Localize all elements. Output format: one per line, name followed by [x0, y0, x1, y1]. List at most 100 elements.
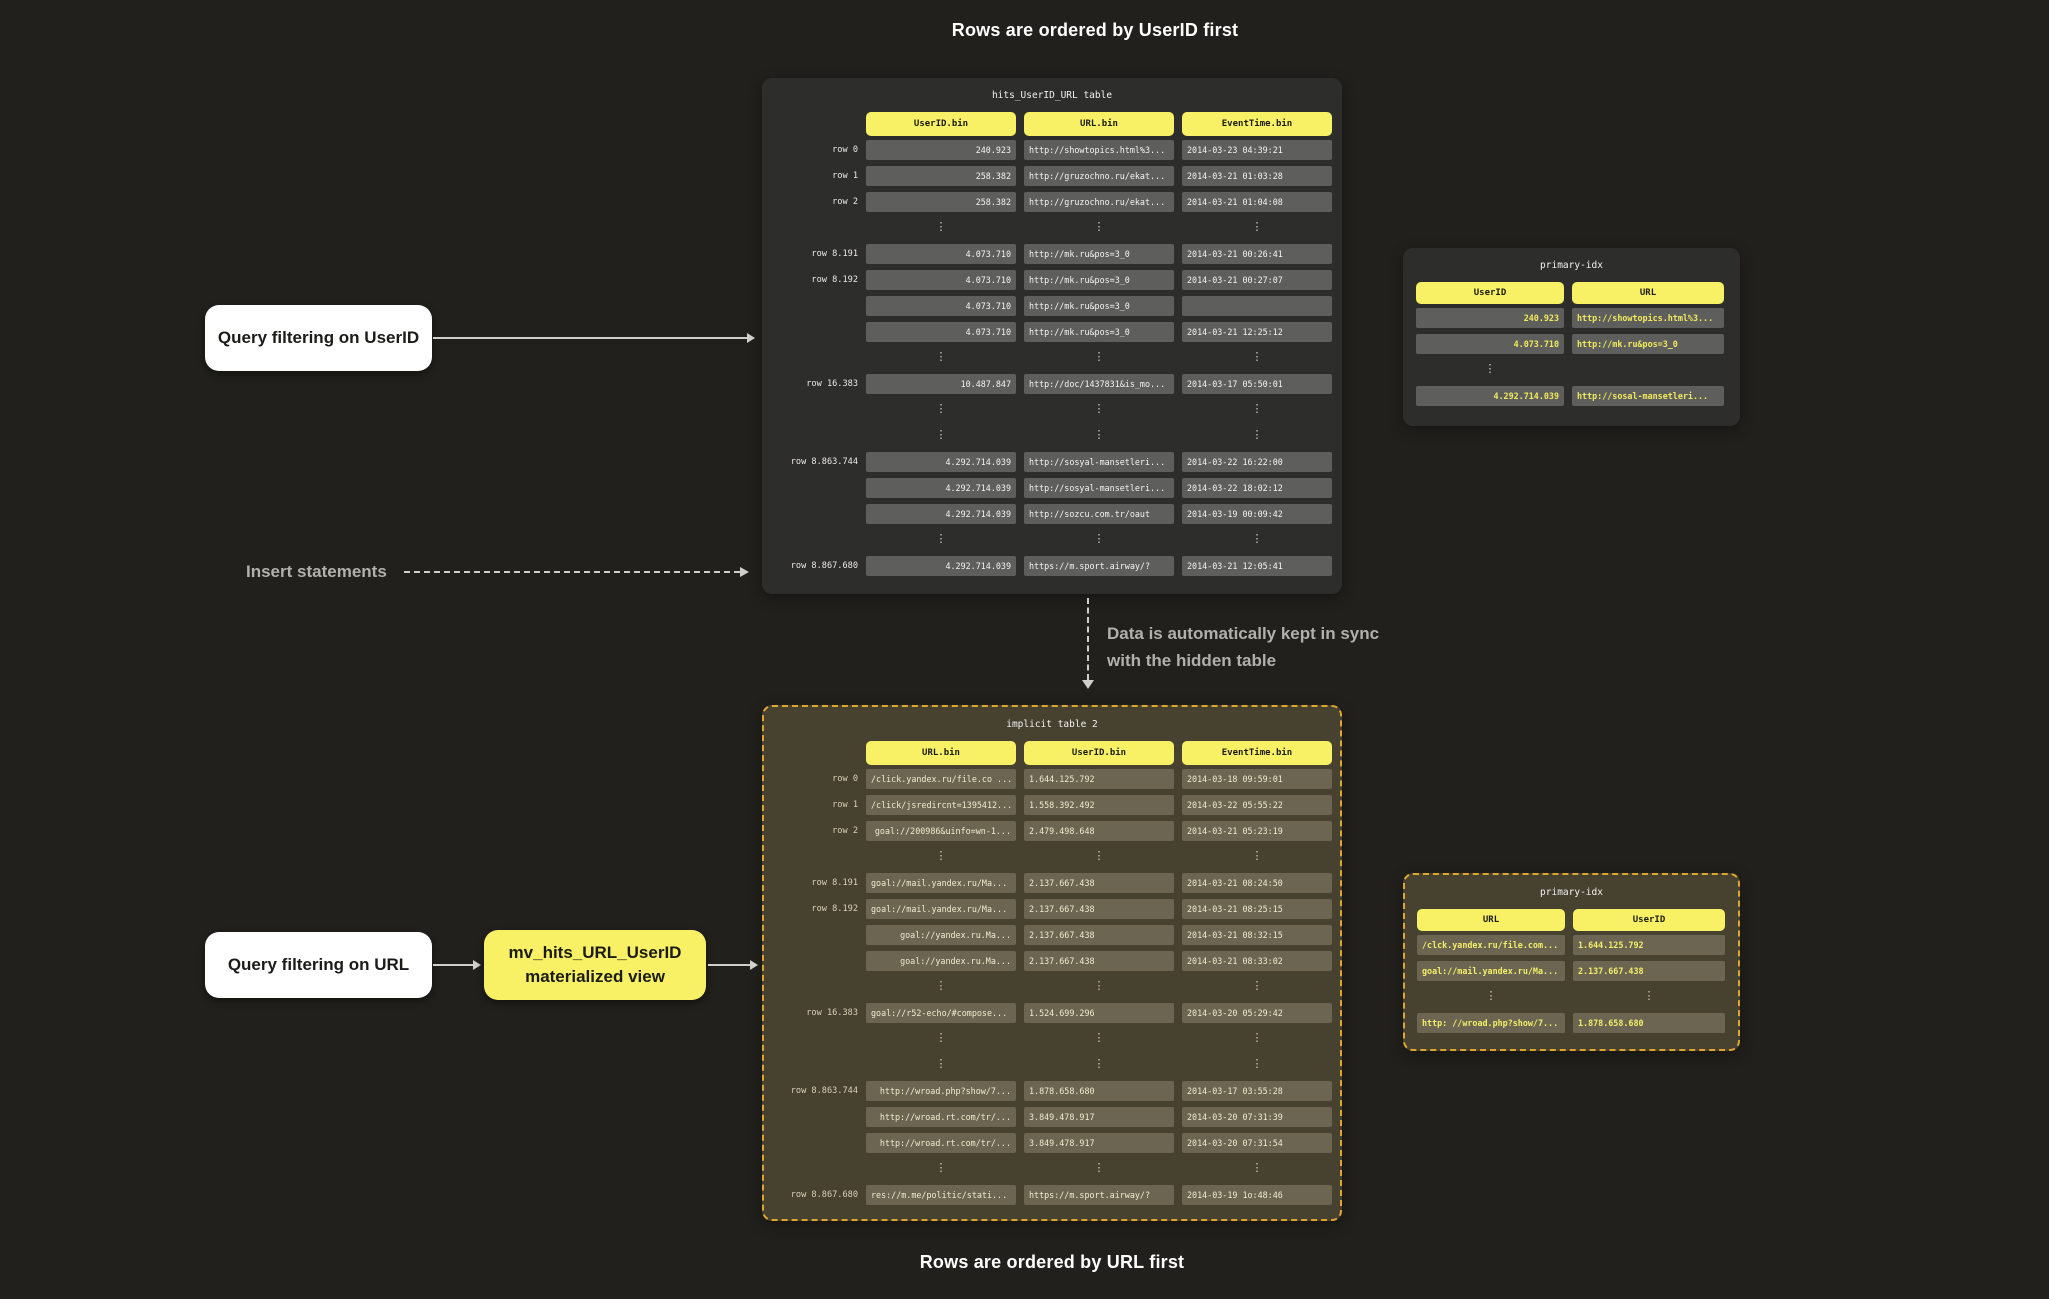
row-label: row 8.192 [811, 904, 858, 914]
table-cell: 2014-03-22 18:02:12 [1182, 478, 1332, 498]
row-label [772, 925, 858, 945]
row-label: row 8.191 [811, 878, 858, 888]
row-label [772, 847, 858, 867]
table-cell: 240.923 [866, 140, 1016, 160]
table-cell: 1.524.699.296 [1024, 1003, 1174, 1023]
table-cell: 3.849.478.917 [1024, 1107, 1174, 1127]
table-cell: 2.137.667.438 [1024, 925, 1174, 945]
table-row: goal://mail.yandex.ru/Ma...2.137.667.438 [1417, 961, 1726, 981]
table-row: /clck.yandex.ru/file.com...1.644.125.792 [1417, 935, 1726, 955]
table-cell: https://m.sport.airway/? [1024, 1185, 1174, 1205]
table-row: http://wroad.rt.com/tr/... 3.849.478.917 2… [772, 1107, 1332, 1127]
row-label: row 1 [832, 171, 858, 181]
table-title: implicit table 2 [1006, 719, 1098, 730]
table-cell: 1.644.125.792 [1024, 769, 1174, 789]
dots-cell: ⋮ [935, 220, 947, 233]
mv-name: mv_hits_URL_UserID [508, 943, 682, 962]
query-userid-label: Query filtering on UserID [217, 328, 420, 347]
row-label [772, 426, 858, 446]
dots-cell: ⋮ [935, 1057, 947, 1070]
dots-cell: ⋮ [1251, 220, 1263, 233]
dots-cell: ⋮ [1093, 532, 1105, 545]
table-cell: 240.923 [1416, 308, 1564, 328]
row-label [772, 348, 858, 368]
row-label: row 2 [832, 197, 858, 207]
table-cell: 10.487.847 [866, 374, 1016, 394]
table-cell: 4.292.714.039 [1416, 386, 1564, 406]
column-header: URL.bin [1024, 112, 1174, 136]
table-cell [1182, 296, 1332, 316]
table-cell: http://mk.ru&pos=3_0 [1024, 244, 1174, 264]
table-cell: goal://mail.yandex.ru/Ma... [1417, 961, 1565, 981]
table-row: ⋮⋮⋮ [772, 1029, 1332, 1049]
table-cell: http://sosal-mansetleri... [1572, 386, 1724, 406]
table-row: ⋮⋮⋮ [772, 1159, 1332, 1179]
dots-cell: ⋮ [935, 532, 947, 545]
table-cell: 2014-03-19 1o:48:46 [1182, 1185, 1332, 1205]
dots-cell: ⋮ [1251, 849, 1263, 862]
column-header: URL.bin [866, 741, 1016, 765]
table-title: primary-idx [1540, 887, 1603, 898]
table-cell: 4.073.710 [1416, 334, 1564, 354]
table-cell: 2014-03-20 07:31:39 [1182, 1107, 1332, 1127]
dots-cell: ⋮ [935, 1031, 947, 1044]
table-cell: http://gruzochno.ru/ekat... [1024, 192, 1174, 212]
table-cell: /clck.yandex.ru/file.com... [1417, 935, 1565, 955]
table-cell: 2014-03-21 01:04:08 [1182, 192, 1332, 212]
row-label [772, 1029, 858, 1049]
dots-cell: ⋮ [1093, 1161, 1105, 1174]
table-cell: http://showtopics.html%3... [1024, 140, 1174, 160]
row-label [772, 1107, 858, 1127]
row-label: row 2 [832, 826, 858, 836]
table-cell: http://doc/1437831&is_mo... [1024, 374, 1174, 394]
table-row: goal://yandex.ru.Ma... 2.137.667.438 2014-… [772, 925, 1332, 945]
table-cell: 2014-03-23 04:39:21 [1182, 140, 1332, 160]
table-title: primary-idx [1540, 260, 1603, 271]
table-cell: 2.137.667.438 [1024, 873, 1174, 893]
table-cell: http://wroad.php?show/7... [866, 1081, 1016, 1101]
table-cell: http: //wroad.php?show/7... [1417, 1013, 1565, 1033]
table-cell: http://mk.ru&pos=3_0 [1572, 334, 1724, 354]
row-label [772, 478, 858, 498]
query-userid-box: Query filtering on UserID [205, 305, 432, 371]
table-cell: 4.073.710 [866, 296, 1016, 316]
row-label [772, 951, 858, 971]
dots-cell: ⋮ [1251, 402, 1263, 415]
mv-subtitle: materialized view [525, 967, 665, 986]
column-header: EventTime.bin [1182, 112, 1332, 136]
table-cell: http://wroad.rt.com/tr/... [866, 1107, 1016, 1127]
sync-label: Data is automatically kept in sync with … [1107, 620, 1437, 674]
table-cell: 2014-03-21 01:03:28 [1182, 166, 1332, 186]
dots-cell: ⋮ [1251, 1057, 1263, 1070]
table-cell: 2014-03-21 08:24:50 [1182, 873, 1332, 893]
row-label [772, 1055, 858, 1075]
table-row: row 0/click.yandex.ru/file.co ...1.644.1… [772, 769, 1332, 789]
table-row: ⋮⋮⋮ [772, 218, 1332, 238]
table-cell: goal://yandex.ru.Ma... [866, 925, 1016, 945]
table-cell: http://sozcu.com.tr/oaut [1024, 504, 1174, 524]
dots-cell [1572, 360, 1724, 380]
table-row: ⋮⋮⋮ [772, 1055, 1332, 1075]
table-cell: 2014-03-20 07:31:54 [1182, 1133, 1332, 1153]
dots-cell: ⋮ [1093, 402, 1105, 415]
row-label [772, 400, 858, 420]
table-cell: 1.878.658.680 [1573, 1013, 1725, 1033]
table-cell: 2014-03-21 08:32:15 [1182, 925, 1332, 945]
row-label [772, 977, 858, 997]
column-header: UserID [1573, 909, 1725, 931]
table-row: ⋮⋮⋮ [772, 348, 1332, 368]
table-cell: http://gruzochno.ru/ekat... [1024, 166, 1174, 186]
table-cell: 4.292.714.039 [866, 452, 1016, 472]
dots-cell: ⋮ [1251, 979, 1263, 992]
table-row: ⋮⋮⋮ [772, 977, 1332, 997]
